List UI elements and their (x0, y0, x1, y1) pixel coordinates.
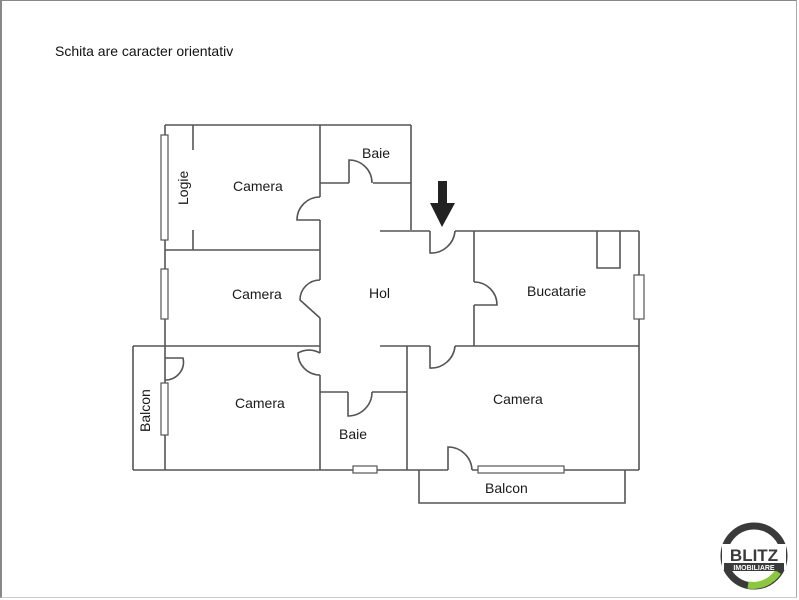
blitz-logo: BLITZ IMOBILIARE (720, 522, 788, 590)
room-label-bucatarie: Bucatarie (527, 283, 586, 299)
disclaimer-note: Schita are caracter orientativ (55, 43, 234, 59)
room-label-camera-mid: Camera (232, 286, 282, 302)
room-label-baie-bottom: Baie (339, 426, 367, 442)
room-label-balcon-left: Balcon (137, 389, 153, 432)
room-label-balcon-bottom: Balcon (485, 480, 528, 496)
room-label-camera-bottom-right: Camera (493, 391, 543, 407)
windows (160, 134, 645, 474)
doors (164, 159, 498, 471)
room-label-baie-top: Baie (362, 145, 390, 161)
room-label-logie: Logie (175, 171, 191, 205)
walls (132, 124, 640, 504)
entrance-arrow-icon (430, 181, 455, 227)
logo-text-blitz: BLITZ (730, 546, 778, 565)
logo-text-imobiliare: IMOBILIARE (733, 565, 775, 572)
room-label-camera-top: Camera (233, 178, 283, 194)
room-label-hol: Hol (369, 285, 390, 301)
room-label-camera-bottom-left: Camera (235, 395, 285, 411)
